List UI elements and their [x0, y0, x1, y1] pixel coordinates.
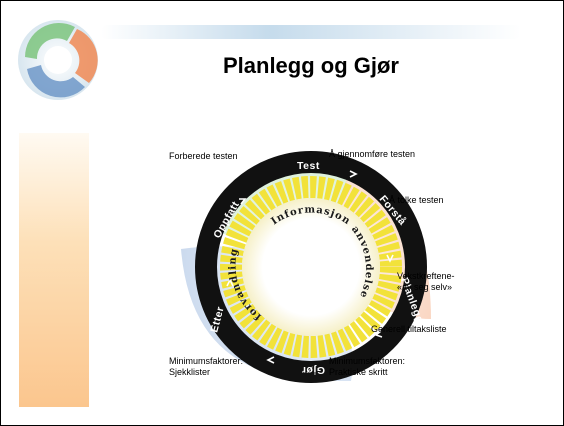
label-tolke-testen: Å tolke testen [389, 195, 444, 205]
logo-swirl-icon [18, 20, 98, 100]
header-decoration [101, 25, 521, 39]
slide-title: Planlegg og Gjør [222, 53, 399, 78]
label-generell-tiltaksliste: Generell tiltaksliste [371, 324, 447, 334]
ring-segment-gjor: Gjør [301, 364, 325, 376]
ring-segment-test: Test [297, 160, 320, 172]
label-minimumsfaktoren-1: Minimumsfaktoren: [329, 356, 405, 366]
yellow-band [220, 176, 402, 358]
label-minimumsfaktorer-1: Minimumsfaktorer: [169, 356, 243, 366]
outer-ring [195, 151, 427, 383]
cycle-diagram: Test Forstå Planlegg Gjør Etter Oppfatt … [151, 119, 471, 409]
label-gjennomfore-testen: Å gjennomføre testen [329, 149, 415, 159]
label-minimumsfaktorer-2: Sjekklister [169, 367, 210, 377]
label-vekstkreftene-2: «av seg selv» [397, 282, 452, 292]
sidebar-gradient [19, 133, 89, 407]
label-vekstkreftene-1: Vekstkreftene- [397, 271, 455, 281]
label-minimumsfaktoren-2: Praktiske skritt [329, 367, 388, 377]
label-forberede-testen: Forberede testen [169, 151, 238, 161]
ring-arrows [226, 170, 394, 364]
